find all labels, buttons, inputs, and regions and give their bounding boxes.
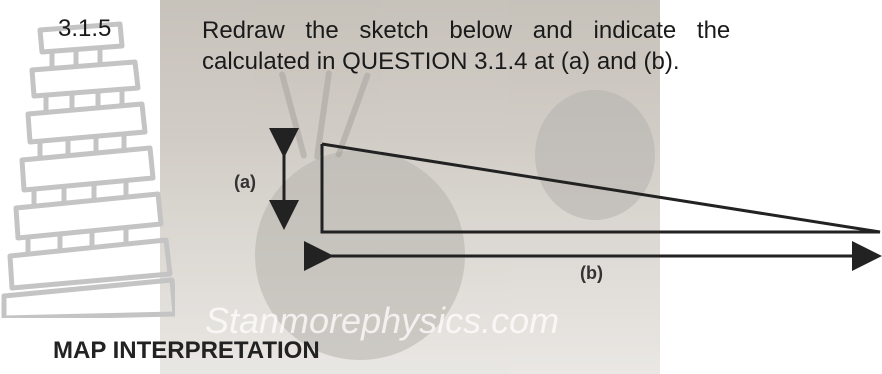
question-line-2: calculated in QUESTION 3.1.4 at (a) and … — [202, 48, 680, 75]
height-label: (a) — [234, 172, 256, 192]
base-label: (b) — [580, 263, 603, 283]
question-text: Redraw the sketch below and indicate the… — [202, 15, 882, 77]
triangle-outline — [320, 142, 881, 234]
second-pot-shape — [535, 90, 655, 220]
question-number: 3.1.5 — [58, 15, 112, 42]
watermark: Stanmorephysics.com — [205, 300, 560, 341]
section-heading: MAP INTERPRETATION — [53, 337, 320, 364]
question-line-1: Redraw the sketch below and indicate the — [202, 17, 731, 44]
leaning-tower-logo — [1, 21, 175, 318]
